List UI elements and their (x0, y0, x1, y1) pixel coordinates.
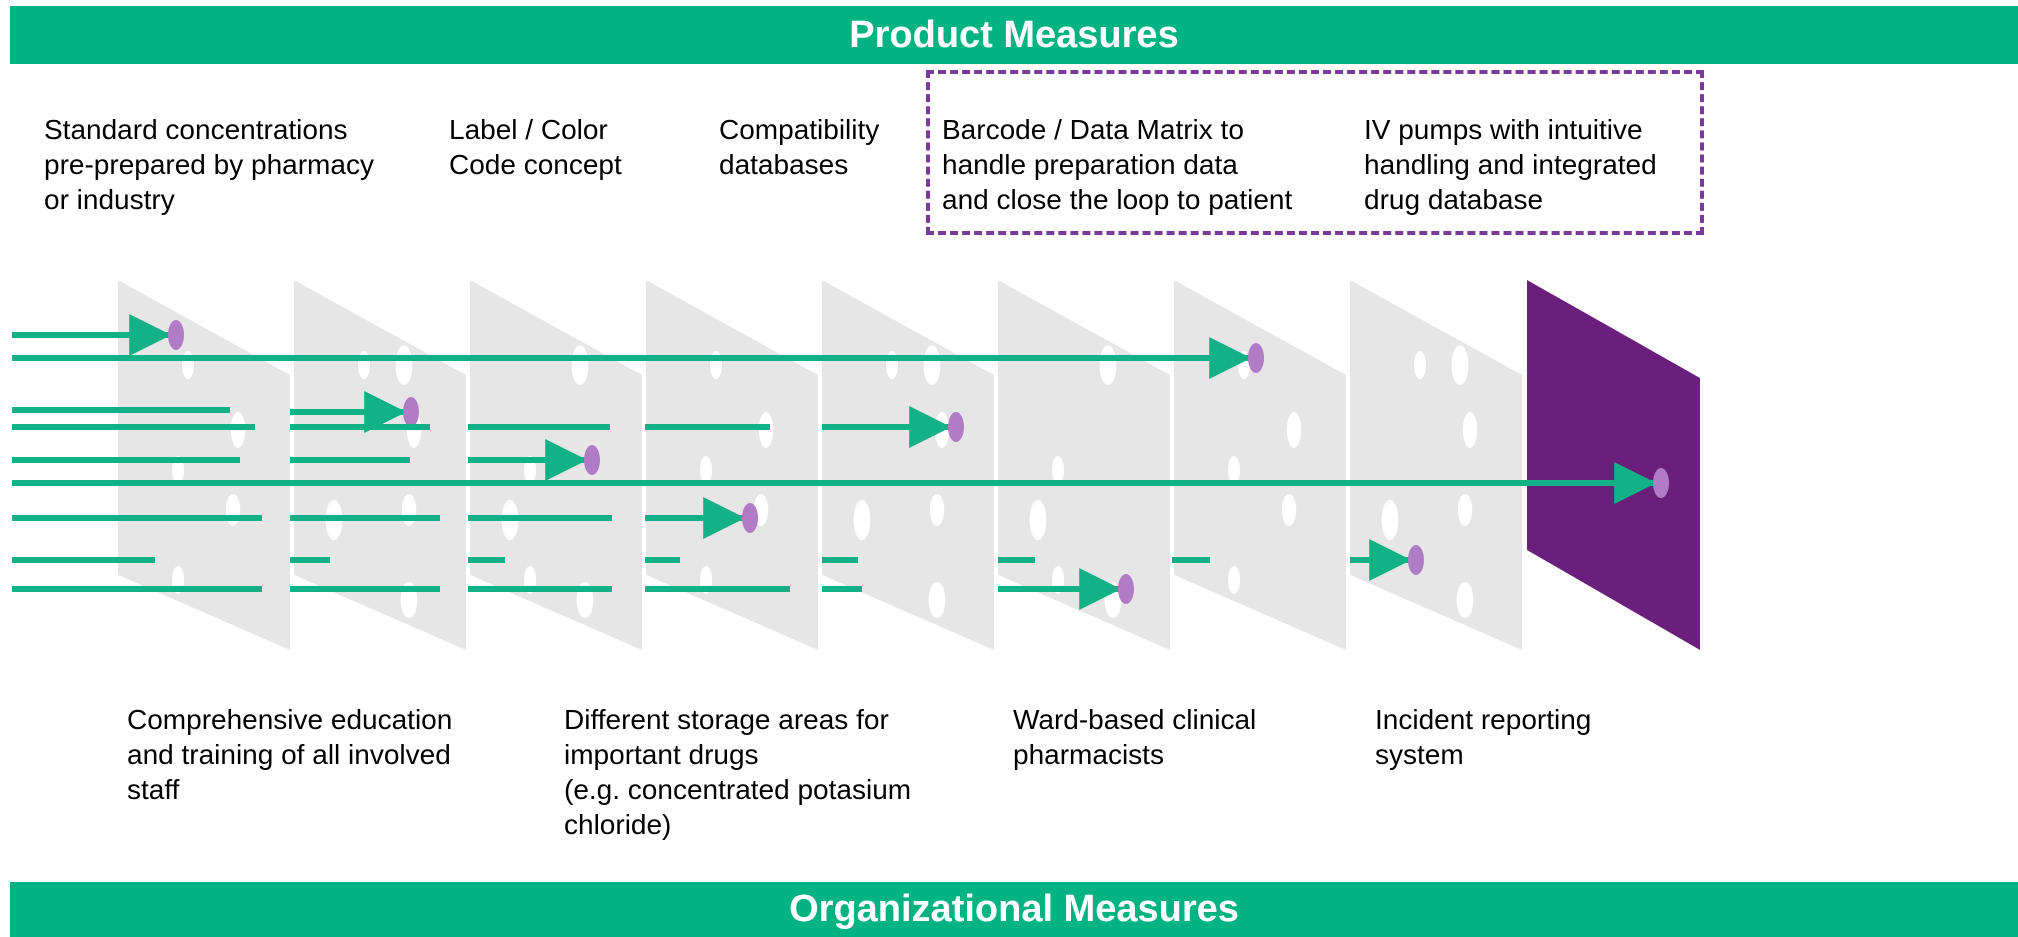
stop-dot-icon (1118, 574, 1134, 604)
cheese-slice-icon (646, 280, 818, 650)
final-barrier-slice (1527, 280, 1700, 650)
measure-label-color-code: Label / Color Code concept (449, 114, 622, 180)
cheese-hole (1228, 456, 1240, 484)
cheese-hole (700, 456, 712, 484)
measure-compatibility-databases: Compatibility databases (719, 114, 880, 180)
organizational-measures-title: Organizational Measures (789, 888, 1239, 930)
stop-dot-icon (584, 445, 600, 475)
cheese-slice-shape (998, 280, 1170, 650)
measure-standard-concentrations: Standard concentrations pre-prepared by … (44, 114, 374, 215)
product-measures-title: Product Measures (849, 13, 1179, 56)
cheese-hole (1451, 345, 1469, 385)
cheese-slice-shape (294, 280, 466, 650)
cheese-slice-shape (470, 280, 642, 650)
measure-education-training: Comprehensive education and training of … (127, 704, 453, 805)
measure-incident-reporting: Incident reporting system (1375, 704, 1592, 770)
cheese-hole (1462, 412, 1478, 448)
cheese-hole (1228, 566, 1240, 594)
cheese-hole (1456, 582, 1474, 618)
product-measures-banner: Product Measures (10, 6, 2018, 64)
cheese-hole (1457, 494, 1473, 526)
highlight-dashed-box (926, 70, 1704, 235)
cheese-hole (401, 494, 417, 526)
cheese-slice-icon (822, 280, 994, 650)
cheese-hole (1414, 351, 1426, 379)
stop-dot-icon (948, 412, 964, 442)
cheese-hole (1381, 500, 1399, 540)
cheese-slice-shape (1350, 280, 1522, 650)
measure-barcode-data-matrix: Barcode / Data Matrix to handle preparat… (942, 114, 1293, 215)
measure-iv-pumps: IV pumps with intuitive handling and int… (1364, 114, 1657, 215)
cheese-hole (225, 494, 241, 526)
cheese-hole (1052, 456, 1064, 484)
measure-clinical-pharmacists: Ward-based clinical pharmacists (1013, 704, 1257, 770)
stop-dot-icon (1653, 468, 1669, 498)
organizational-measures-banner: Organizational Measures (10, 882, 2018, 937)
cheese-slice-icon (470, 280, 642, 650)
cheese-slice-shape (1174, 280, 1346, 650)
cheese-hole (1029, 500, 1047, 540)
cheese-hole (1099, 345, 1117, 385)
cheese-hole (929, 494, 945, 526)
stop-dot-icon (168, 320, 184, 350)
cheese-hole (395, 345, 413, 385)
measure-storage-areas: Different storage areas for important dr… (564, 704, 912, 840)
stop-dot-icon (1248, 343, 1264, 373)
cheese-hole (923, 345, 941, 385)
stop-dot-icon (1408, 545, 1424, 575)
stop-dot-icon (742, 503, 758, 533)
cheese-hole (1286, 412, 1302, 448)
cheese-slice-shape (118, 280, 290, 650)
cheese-hole (1281, 494, 1297, 526)
cheese-slice-icon (294, 280, 466, 650)
cheese-slice-icon (998, 280, 1170, 650)
cheese-slice-shape (646, 280, 818, 650)
cheese-hole (853, 500, 871, 540)
cheese-slice-icon (1174, 280, 1346, 650)
cheese-slice-icon (1350, 280, 1522, 650)
stop-dot-icon (403, 397, 419, 427)
cheese-hole (571, 345, 589, 385)
cheese-hole (928, 582, 946, 618)
cheese-slice-shape (822, 280, 994, 650)
